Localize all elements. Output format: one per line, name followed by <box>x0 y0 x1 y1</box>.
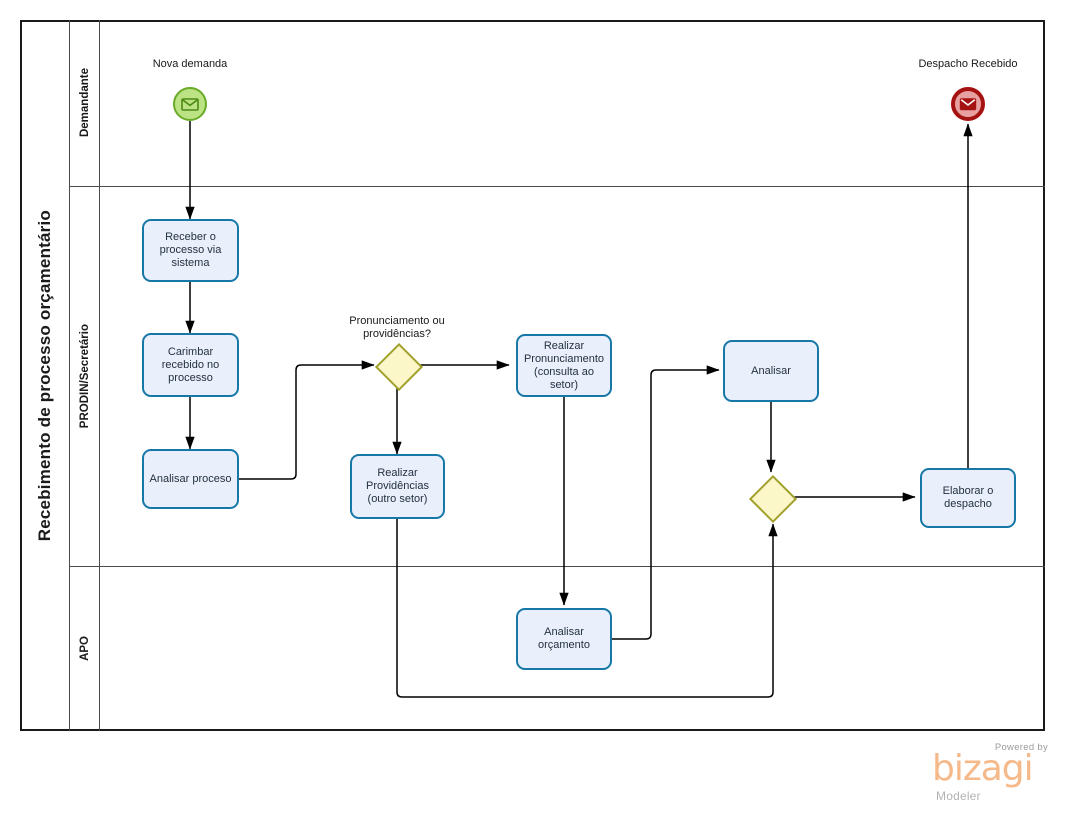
task-analisar[interactable]: Analisar <box>723 340 819 402</box>
gateway-1-label: Pronunciamento ou providências? <box>349 315 445 340</box>
lane-label-apo: APO <box>70 566 100 731</box>
pool-title: Recebimento de processo orçamentário <box>20 20 70 731</box>
lane-label-demandante-text: Demandante <box>78 68 91 138</box>
task-label: Analisar <box>751 364 791 377</box>
task-label: Receber o processo via sistema <box>159 231 222 269</box>
gateway-diamond-icon <box>748 474 798 524</box>
start-event-label: Nova demanda <box>152 58 228 70</box>
task-label: Elaborar o despacho <box>942 485 994 510</box>
task-label: Realizar Providências (outro setor) <box>366 467 429 505</box>
lane-label-demandante: Demandante <box>70 20 100 186</box>
logo-wordmark: bizagi <box>932 748 1034 789</box>
bizagi-logo: Powered by bizagi Modeler <box>912 742 1052 804</box>
logo-edition: Modeler <box>936 789 981 803</box>
task-elaborar-o-despacho[interactable]: Elaborar o despacho <box>920 468 1016 528</box>
gateway-2[interactable] <box>748 474 798 524</box>
start-event-nova-demanda[interactable] <box>173 87 207 121</box>
lane-label-prodin-text: PRODIN/Secretário <box>78 323 91 429</box>
task-label: Carimbar recebido no processo <box>161 345 220 384</box>
lane-label-prodin: PRODIN/Secretário <box>70 186 100 566</box>
task-realizar-providencias[interactable]: Realizar Providências (outro setor) <box>350 454 445 519</box>
task-analisar-orcamento[interactable]: Analisar orçamento <box>516 608 612 670</box>
envelope-icon <box>181 98 199 111</box>
lane-divider-1 <box>70 186 1045 187</box>
task-carimbar-recebido-no-processo[interactable]: Carimbar recebido no processo <box>142 333 239 397</box>
gateway-diamond-icon <box>374 342 424 392</box>
lane-label-apo-text: APO <box>78 636 91 661</box>
lane-divider-2 <box>70 566 1045 567</box>
pool-title-label: Recebimento de processo orçamentário <box>34 209 54 542</box>
end-event-label: Despacho Recebido <box>918 58 1018 70</box>
end-event-despacho-recebido[interactable] <box>951 87 985 121</box>
task-label: Realizar Pronunciamento (consulta ao set… <box>523 339 605 391</box>
logo-powered-by: Powered by <box>994 742 1048 753</box>
task-label: Analisar proceso <box>149 472 232 485</box>
envelope-icon <box>959 98 977 111</box>
task-realizar-pronunciamento[interactable]: Realizar Pronunciamento (consulta ao set… <box>516 334 612 397</box>
task-label: Analisar orçamento <box>538 626 590 651</box>
task-analisar-proceso[interactable]: Analisar proceso <box>142 449 239 509</box>
task-receber-o-processo-via-sistema[interactable]: Receber o processo via sistema <box>142 219 239 282</box>
gateway-pronunciamento-ou-providencias[interactable] <box>374 342 424 392</box>
